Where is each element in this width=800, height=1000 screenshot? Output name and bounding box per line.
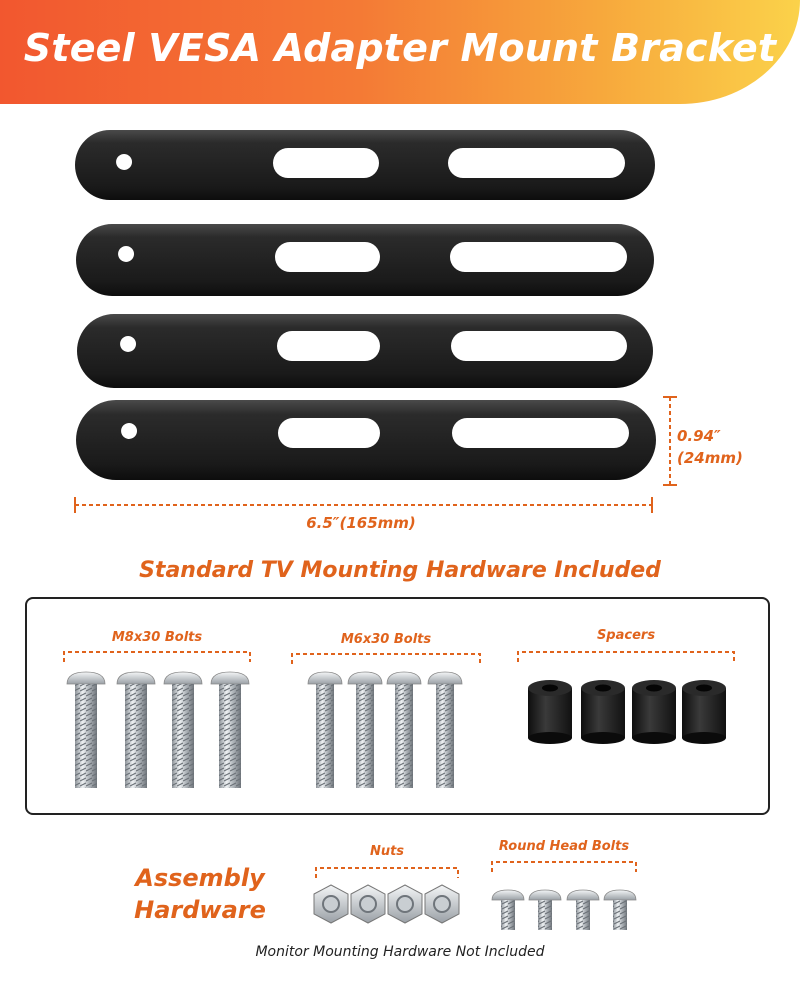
bracket-illustration [74,130,677,513]
bracket-1 [75,130,655,200]
spacers-group-bracket [517,651,735,662]
m6-bolts-label: M6x30 Bolts [340,632,432,647]
header-banner [0,0,800,104]
height-dimension-line [663,396,677,486]
round-head-group-bracket [491,861,637,872]
spacer [682,680,726,744]
nut [350,884,386,924]
length-label: 6.5″(165mm) [306,514,416,532]
height-label-mm: (24mm) [677,449,743,467]
spacer [632,680,676,744]
m6-bolt [427,671,463,789]
length-dimension-line [74,497,653,513]
bracket-3 [77,314,653,388]
m8-bolt [163,671,203,789]
m6-group-bracket [291,653,481,664]
m6-bolt [347,671,383,789]
round-head-bolt [491,889,525,931]
footnote: Monitor Mounting Hardware Not Included [255,944,545,960]
round-head-bolts-label: Round Head Bolts [498,839,630,854]
assembly-hardware-title: Assembly Hardware [110,862,290,926]
spacer [528,680,572,744]
spacer [581,680,625,744]
round-head-bolt [603,889,637,931]
height-label-inches: 0.94″ [677,427,721,445]
m6-bolt [386,671,422,789]
assembly-title-line1: Assembly [135,864,265,892]
assembly-title-line2: Hardware [134,896,266,924]
round-head-bolt [566,889,600,931]
m8-bolt [116,671,156,789]
nut [424,884,460,924]
m8-bolts-label: M8x30 Bolts [111,630,203,645]
bracket-2 [76,224,654,296]
m8-group-bracket [63,651,251,662]
m8-bolt [66,671,106,789]
m6-bolt [307,671,343,789]
round-head-bolt [528,889,562,931]
spacers-label: Spacers [596,628,656,643]
standard-hardware-heading: Standard TV Mounting Hardware Included [139,558,661,583]
page-title: Steel VESA Adapter Mount Bracket [23,26,777,70]
nuts-group-bracket [315,867,459,878]
bracket-4 [76,400,656,480]
m8-bolt [210,671,250,789]
nuts-label: Nuts [369,844,405,859]
nut [387,884,423,924]
nut [313,884,349,924]
